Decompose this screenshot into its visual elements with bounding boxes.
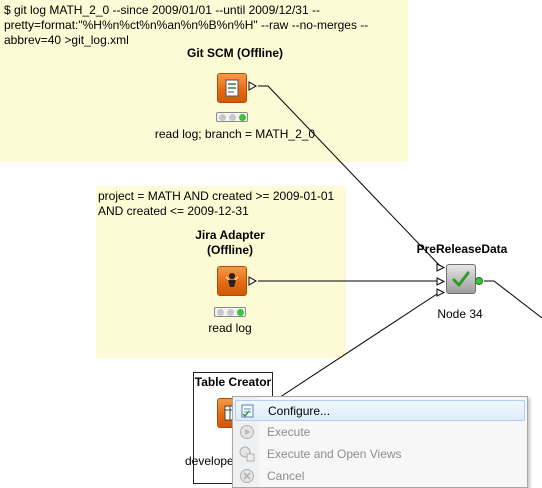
connection-prerelease-out <box>484 280 542 319</box>
node-label-git-scm[interactable]: read log; branch = MATH_2_0 <box>154 127 316 141</box>
menu-item-execute-open-views[interactable]: Execute and Open Views <box>235 444 525 465</box>
git-icon <box>225 79 239 97</box>
jira-node-icon[interactable] <box>217 266 247 296</box>
context-menu: Configure... Execute Execute and Open Vi… <box>232 396 528 488</box>
node-label-jira[interactable]: read log <box>208 321 252 335</box>
connection-tablecreator-to-prerelease <box>257 291 441 411</box>
node-title-prerelease: PreReleaseData <box>416 242 508 256</box>
menu-item-label: Configure... <box>268 404 331 418</box>
annotation-jira-text: project = MATH AND created >= 2009-01-01… <box>98 189 335 218</box>
status-dot-3 <box>237 309 244 316</box>
git-scm-output-port[interactable] <box>248 81 258 91</box>
git-scm-status-light <box>216 112 248 122</box>
node-title-git-scm: Git SCM (Offline) <box>187 46 283 60</box>
status-dot-2 <box>229 114 236 121</box>
prerelease-input-port-1[interactable] <box>436 263 446 272</box>
node-label-table-creator[interactable]: developer <box>185 454 238 468</box>
execute-open-views-icon <box>239 446 255 462</box>
prerelease-input-port-2[interactable] <box>436 277 446 286</box>
connection-git-to-prerelease <box>258 85 443 269</box>
status-dot-1 <box>219 114 226 121</box>
node-label-prerelease[interactable]: Node 34 <box>437 307 483 321</box>
menu-item-execute[interactable]: Execute <box>235 422 525 443</box>
prerelease-input-port-3[interactable] <box>436 288 446 297</box>
annotation-git[interactable] <box>0 0 408 162</box>
jira-output-port[interactable] <box>248 276 258 286</box>
menu-item-label: Execute and Open Views <box>267 447 402 461</box>
prerelease-output-port[interactable] <box>474 276 484 286</box>
menu-item-cancel[interactable]: Cancel <box>235 466 525 487</box>
jira-adapter-icon <box>225 273 239 287</box>
node-title-table-creator: Table Creator <box>194 375 272 389</box>
menu-item-label: Execute <box>267 425 311 439</box>
status-dot-3 <box>239 114 246 121</box>
checkmark-icon <box>452 271 470 287</box>
configure-icon <box>241 404 254 418</box>
status-dot-1 <box>217 309 224 316</box>
node-title-jira: Jira Adapter (Offline) <box>195 228 265 257</box>
annotation-git-text: $ git log MATH_2_0 --since 2009/01/01 --… <box>4 3 369 47</box>
git-scm-node-icon[interactable] <box>217 73 247 103</box>
execute-icon <box>240 425 254 439</box>
prerelease-node-icon[interactable] <box>446 264 476 294</box>
menu-item-label: Cancel <box>267 469 305 483</box>
menu-item-configure[interactable]: Configure... <box>235 400 525 421</box>
status-dot-2 <box>227 309 234 316</box>
cancel-icon <box>240 469 254 483</box>
jira-status-light <box>214 307 246 317</box>
